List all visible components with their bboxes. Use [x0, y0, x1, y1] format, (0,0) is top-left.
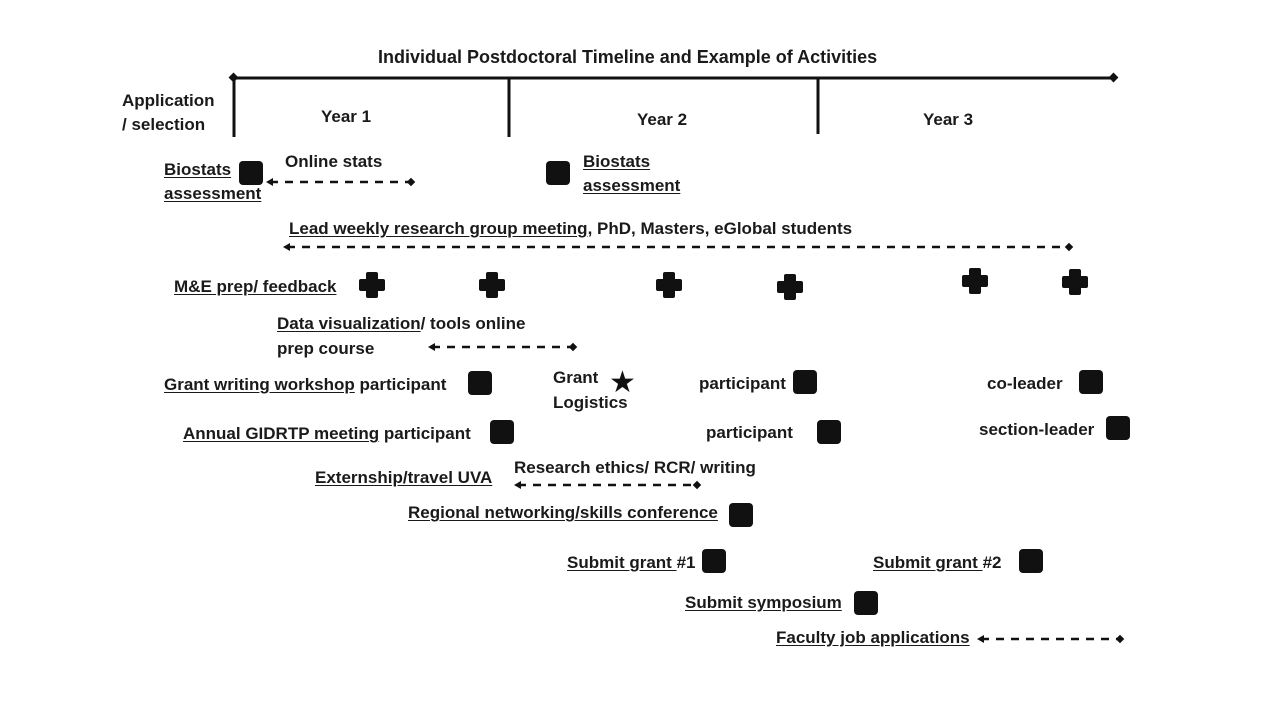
annual-meeting-y1-marker — [490, 420, 514, 444]
lead-weekly-underlined: Lead weekly research group meeting — [289, 219, 588, 238]
grant-workshop-y2-label: participant — [699, 374, 786, 393]
research-ethics-diamond-right — [692, 480, 702, 490]
faculty-jobs-arrow-left — [977, 635, 984, 643]
grant-workshop-y3-marker — [1079, 370, 1103, 394]
me-marker-3 — [656, 272, 682, 298]
me-marker-2 — [479, 272, 505, 298]
lead-weekly-rest: , PhD, Masters, eGlobal students — [587, 219, 853, 238]
submit-grant-2-marker — [1019, 549, 1043, 573]
annual-meeting-y3-label: section-leader — [979, 420, 1095, 439]
online-stats-label: Online stats — [285, 152, 383, 171]
grant-workshop-label: Grant writing workshop participant — [164, 375, 446, 395]
grant-workshop-rest: participant — [354, 375, 447, 394]
phase-application-label: Application — [122, 91, 215, 110]
data-vis-label-line2: prep course — [277, 339, 375, 358]
annual-meeting-y2-marker — [817, 420, 841, 444]
grant-workshop-y3-label: co-leader — [987, 374, 1063, 393]
biostats-assessment-1-line1: Biostats — [164, 160, 232, 179]
annual-meeting-rest: participant — [379, 424, 471, 443]
submit-symposium-marker — [854, 591, 878, 615]
annual-meeting-y2-label: participant — [706, 423, 793, 442]
submit-grant-2-rest: #2 — [982, 553, 1002, 572]
online-stats-diamond-right — [406, 177, 416, 187]
data-vis-label-line1: Data visualization/ tools online — [277, 314, 525, 334]
grant-workshop-y1-marker — [468, 371, 492, 395]
submit-symposium-label: Submit symposium — [685, 593, 842, 612]
lead-weekly-arrow-left — [283, 243, 290, 251]
submit-grant-1-label: Submit grant #1 — [567, 553, 695, 573]
faculty-jobs-label: Faculty job applications — [776, 628, 970, 647]
submit-grant-1-rest: #1 — [676, 553, 696, 572]
research-ethics-label: Research ethics/ RCR/ writing — [514, 458, 756, 477]
timeline-start-diamond — [228, 72, 239, 83]
data-vis-rest: / tools online — [420, 314, 526, 333]
grant-logistics-line2: Logistics — [553, 393, 628, 412]
me-marker-6 — [1062, 269, 1088, 295]
me-marker-1 — [359, 272, 385, 298]
biostats-assessment-2-line1: Biostats — [583, 152, 651, 171]
lead-weekly-diamond-right — [1064, 242, 1074, 252]
data-vis-arrow-left — [428, 343, 435, 351]
externship-label: Externship/travel UVA — [315, 468, 493, 487]
faculty-jobs-diamond-right — [1115, 634, 1125, 644]
research-ethics-arrow-left — [514, 481, 521, 489]
submit-grant-1-underlined: Submit grant — [567, 553, 677, 572]
grant-logistics-line1: Grant — [553, 368, 599, 387]
timeline-end-diamond — [1108, 72, 1119, 83]
grant-workshop-underlined: Grant writing workshop — [164, 375, 355, 394]
chart-title: Individual Postdoctoral Timeline and Exa… — [378, 47, 878, 67]
grant-workshop-y2-marker — [793, 370, 817, 394]
annual-meeting-y3-marker — [1106, 416, 1130, 440]
biostats-assessment-2-line2: assessment — [583, 176, 681, 195]
me-marker-4 — [777, 274, 803, 300]
biostats-assessment-2-marker — [546, 161, 570, 185]
annual-meeting-underlined: Annual GIDRTP meeting — [183, 424, 380, 443]
annual-meeting-label: Annual GIDRTP meeting participant — [183, 424, 471, 444]
regional-networking-marker — [729, 503, 753, 527]
me-marker-5 — [962, 268, 988, 294]
biostats-assessment-1-marker — [239, 161, 263, 185]
year-1-label: Year 1 — [321, 107, 372, 126]
phase-selection-label: / selection — [122, 115, 206, 134]
lead-weekly-label: Lead weekly research group meeting, PhD,… — [289, 219, 852, 239]
submit-grant-2-label: Submit grant #2 — [873, 553, 1001, 573]
data-vis-underlined: Data visualization — [277, 314, 421, 333]
data-vis-diamond-right — [568, 342, 578, 352]
submit-grant-2-underlined: Submit grant — [873, 553, 983, 572]
biostats-assessment-1-line2: assessment — [164, 184, 262, 203]
grant-logistics-star-icon: ★ — [609, 366, 636, 399]
year-3-label: Year 3 — [923, 110, 974, 129]
submit-grant-1-marker — [702, 549, 726, 573]
year-2-label: Year 2 — [637, 110, 688, 129]
me-prep-label: M&E prep/ feedback — [174, 277, 337, 296]
online-stats-arrow-left — [266, 178, 273, 186]
regional-networking-label: Regional networking/skills conference — [408, 503, 718, 522]
